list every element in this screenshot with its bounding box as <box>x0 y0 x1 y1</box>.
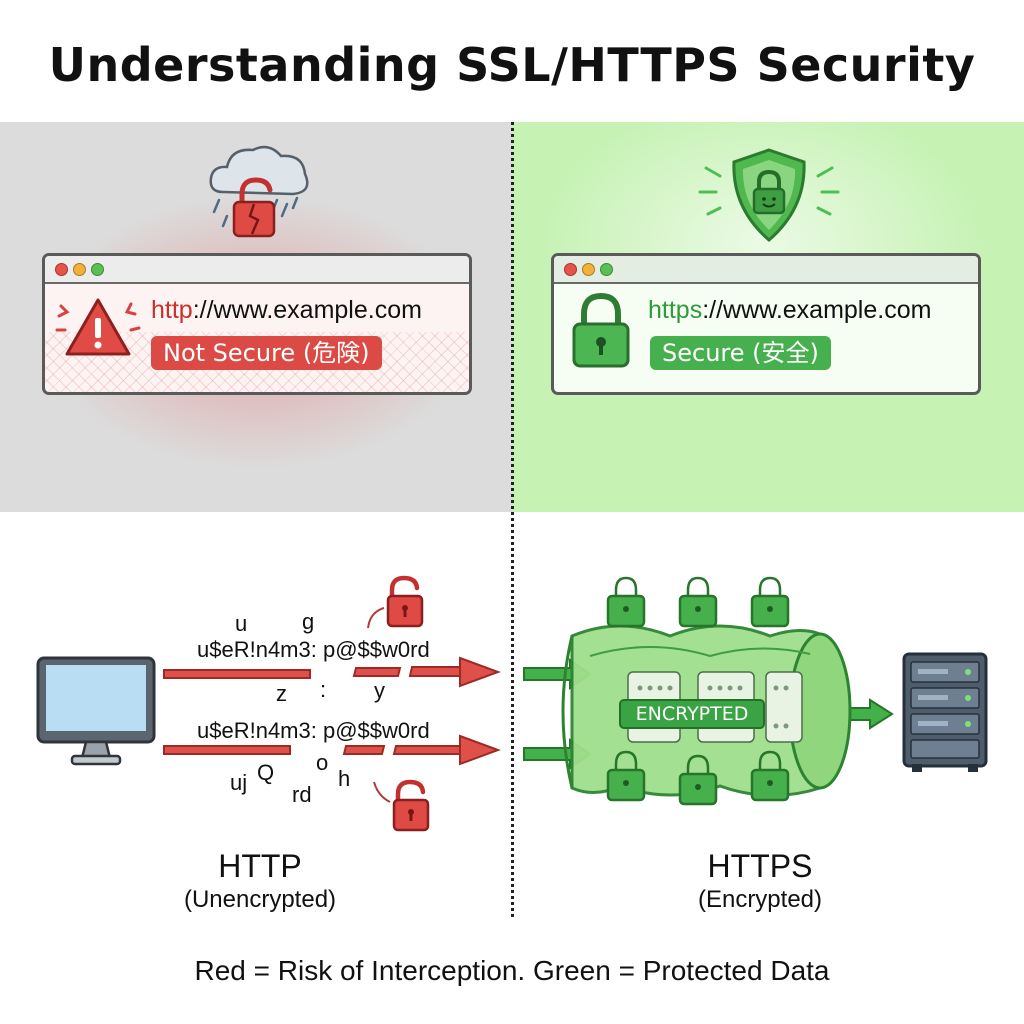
scattered-char: uj <box>230 770 248 795</box>
scattered-char: rd <box>292 782 312 807</box>
scattered-char: z <box>276 681 287 706</box>
secure-badge: Secure (安全) <box>650 336 831 370</box>
encrypted-tunnel <box>523 576 894 806</box>
intercepted-credentials-1: u$eR!n4m3: p@$$w0rd <box>197 637 430 662</box>
url-scheme: https <box>648 296 703 324</box>
close-dot <box>55 263 68 276</box>
maximize-dot <box>600 263 613 276</box>
secure-browser-window: https://www.example.com Secure (安全) <box>551 253 981 395</box>
http-label: HTTP <box>218 848 302 884</box>
scattered-char: u <box>235 611 248 636</box>
computer-monitor-icon <box>36 656 156 766</box>
scattered-char: g <box>302 609 315 634</box>
maximize-dot <box>91 263 104 276</box>
shield-lock-icon <box>698 148 840 242</box>
http-sublabel: (Unencrypted) <box>183 886 337 913</box>
legend-footer: Red = Risk of Interception. Green = Prot… <box>194 955 830 986</box>
intercepted-credentials-2: u$eR!n4m3: p@$$w0rd <box>197 718 430 743</box>
browser-titlebar <box>45 256 469 284</box>
url-scheme: http <box>151 296 193 324</box>
page-title: Understanding SSL/HTTPS Security <box>48 38 976 92</box>
secure-url[interactable]: https://www.example.com <box>648 296 931 325</box>
broken-lock-icon <box>373 779 430 832</box>
url-host: ://www.example.com <box>192 296 422 324</box>
insecure-browser-window: http://www.example.com Not Secure (危険) <box>42 253 472 395</box>
center-divider <box>511 122 514 917</box>
insecure-url[interactable]: http://www.example.com <box>151 296 422 325</box>
browser-titlebar <box>554 256 978 284</box>
broken-lock-icon <box>367 575 424 629</box>
scattered-char: y <box>374 678 385 703</box>
not-secure-badge: Not Secure (危険) <box>151 336 382 370</box>
encrypted-label: ENCRYPTED <box>635 703 749 725</box>
scattered-char: o <box>316 750 329 775</box>
scattered-char: h <box>338 766 351 791</box>
minimize-dot <box>73 263 86 276</box>
https-label: HTTPS <box>707 848 813 884</box>
scattered-char: Q <box>257 760 275 785</box>
http-data-arrows <box>163 656 501 766</box>
padlock-icon <box>572 292 630 368</box>
https-sublabel: (Encrypted) <box>697 886 823 913</box>
minimize-dot <box>582 263 595 276</box>
warning-icon <box>55 298 141 356</box>
scattered-char: : <box>320 677 327 702</box>
server-icon <box>902 652 988 772</box>
close-dot <box>564 263 577 276</box>
url-host: ://www.example.com <box>702 296 932 324</box>
broken-lock-icon <box>232 177 276 238</box>
